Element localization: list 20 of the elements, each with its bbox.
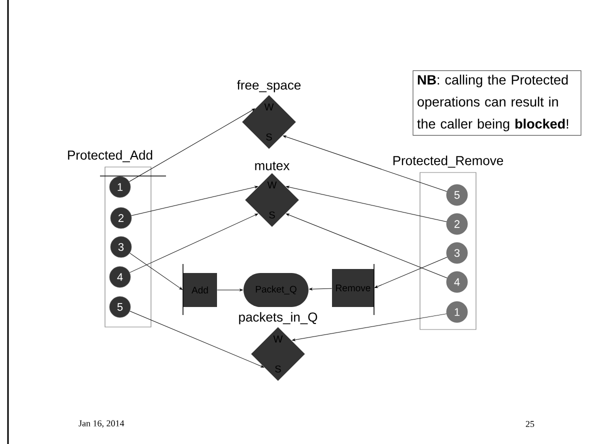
node-label: free_space xyxy=(237,80,301,92)
arrow xyxy=(309,288,332,290)
node-label: Protected_Remove xyxy=(393,156,504,168)
arrow xyxy=(131,186,258,216)
footer-text: Jan 16, 2014 xyxy=(78,420,124,428)
arrow xyxy=(292,314,447,342)
arrow xyxy=(216,288,243,292)
footer-text: 25 xyxy=(526,420,534,428)
arrow xyxy=(129,108,256,182)
node-label: mutex xyxy=(255,162,290,170)
arrow xyxy=(286,214,448,278)
arrow xyxy=(130,310,264,368)
arrow xyxy=(129,214,258,273)
arrow xyxy=(283,136,448,192)
arrow xyxy=(130,252,182,290)
note-box: NB: calling the Protected operations can result in the caller being blocked! xyxy=(412,70,582,136)
arrow xyxy=(286,186,447,222)
node-label: Protected_Add xyxy=(68,150,152,162)
arrow xyxy=(374,256,448,288)
node-label: packets_in_Q xyxy=(239,312,318,324)
